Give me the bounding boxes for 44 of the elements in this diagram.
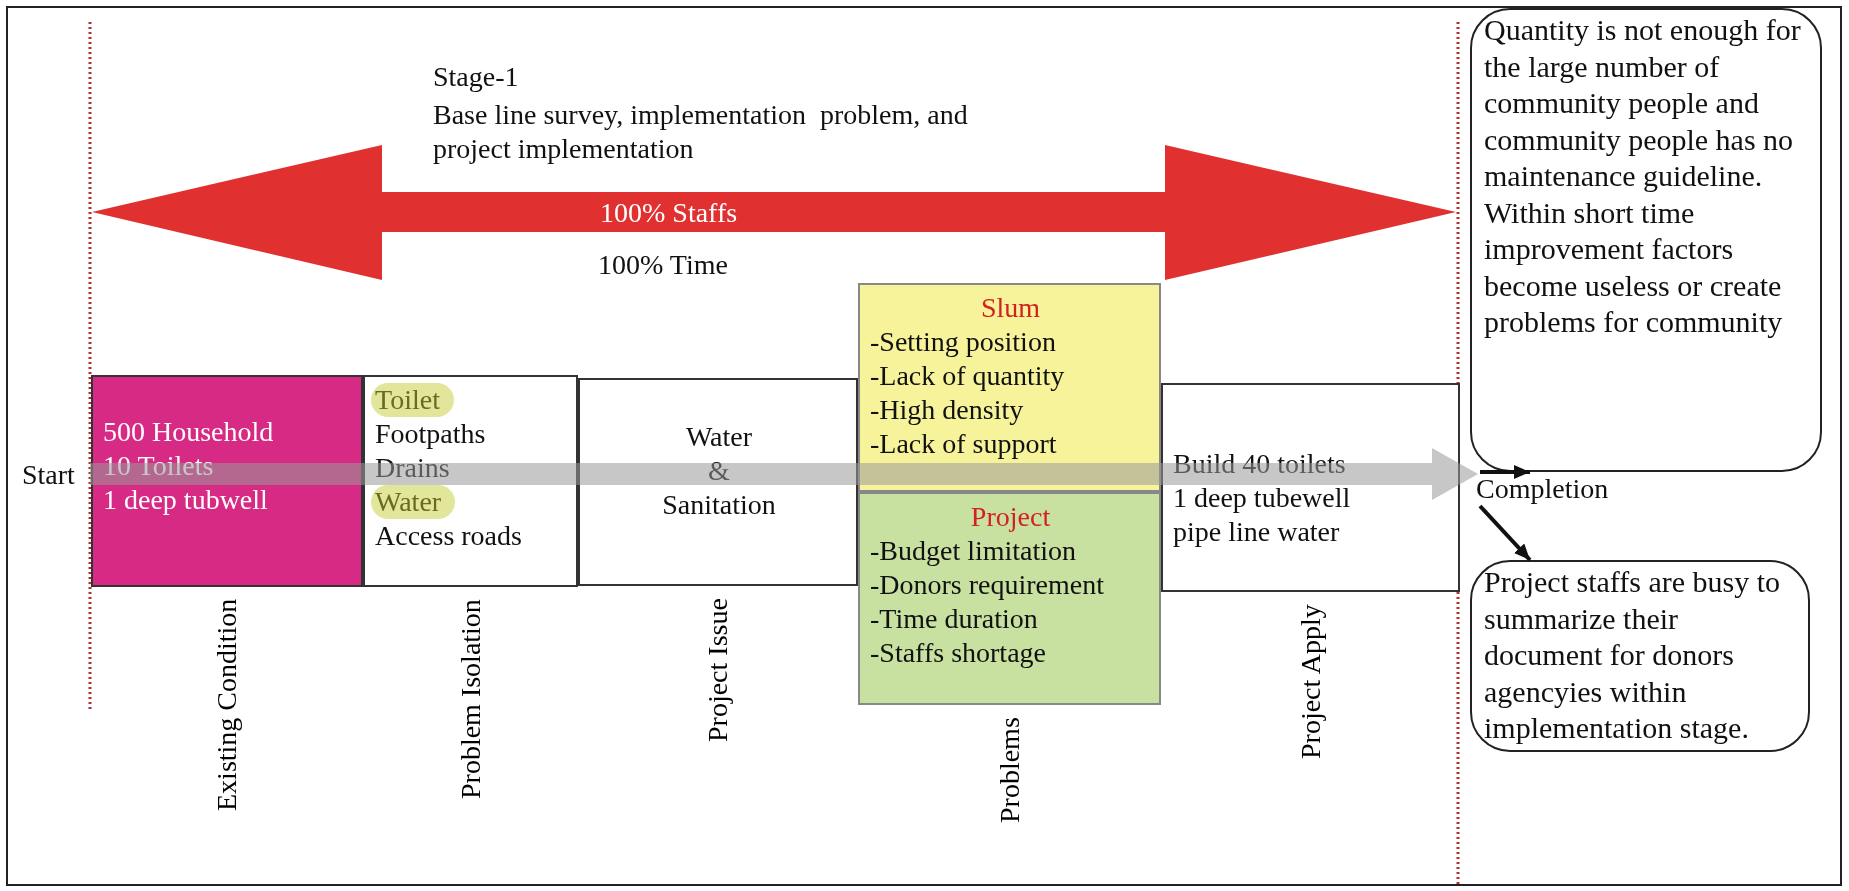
box-text: -Budget limitation bbox=[870, 534, 1077, 568]
box-text: pipe line water bbox=[1173, 515, 1340, 549]
box-text: -Donors requirement bbox=[870, 568, 1105, 602]
slum-problems-box bbox=[858, 283, 1161, 492]
project-problems-box bbox=[858, 492, 1161, 705]
box-text: Build 40 toilets bbox=[1173, 447, 1346, 481]
column-label: Project Issue bbox=[702, 598, 734, 742]
existing-condition-box bbox=[91, 375, 363, 587]
box-text: -Lack of support bbox=[870, 427, 1057, 461]
column-label: Problem Isolation bbox=[454, 599, 487, 799]
box-text: Water & Sanitation bbox=[661, 420, 777, 522]
box-text: Footpaths bbox=[375, 417, 486, 451]
box-text: Project staffs are busy to summarize their document for donors agencyies within implementation stage. bbox=[1484, 564, 1782, 746]
box-text: Toilet bbox=[371, 383, 454, 417]
box-text: 1 deep tubwell bbox=[103, 483, 268, 517]
box-text: 500 Household bbox=[103, 415, 274, 449]
box-text: Access roads bbox=[375, 519, 522, 553]
problem-isolation-box bbox=[363, 375, 578, 587]
project-issue-box bbox=[578, 378, 858, 586]
stage-title: Stage-1 bbox=[433, 60, 519, 94]
start-label: Start bbox=[22, 458, 75, 492]
stage-description: Base line survey, implementation problem, and project implementation bbox=[433, 98, 969, 166]
heading-text: Project bbox=[970, 500, 1051, 534]
completion-label: Completion bbox=[1466, 472, 1617, 506]
box-text: 1 deep tubewell bbox=[1173, 481, 1351, 515]
column-label: Problems bbox=[993, 717, 1026, 823]
column-label: Existing Condition bbox=[211, 598, 243, 811]
box-text: -High density bbox=[870, 393, 1024, 427]
callout-bubble bbox=[1470, 560, 1810, 752]
box-text: -Staffs shortage bbox=[870, 636, 1046, 670]
arrow-label: 100% Time bbox=[598, 248, 728, 282]
callout-bubble bbox=[1470, 8, 1822, 472]
arrow bbox=[1480, 465, 1530, 479]
box-text: -Time duration bbox=[870, 602, 1038, 636]
heading-text: Slum bbox=[980, 291, 1041, 325]
box-text: -Setting position bbox=[870, 325, 1056, 359]
arrow-label: 100% Staffs bbox=[600, 196, 738, 230]
box-text: -Lack of quantity bbox=[870, 359, 1065, 393]
arrow bbox=[1478, 504, 1532, 562]
project-apply-box bbox=[1161, 383, 1460, 592]
box-text: Quantity is not enough for the large number of community people and community people has no maintenance guideline. Within short time improvement factors become useless or create problems for community bbox=[1484, 12, 1802, 340]
column-label: Project Apply bbox=[1294, 604, 1327, 759]
box-text: Water bbox=[371, 485, 456, 519]
box-text: Drains bbox=[375, 451, 450, 485]
